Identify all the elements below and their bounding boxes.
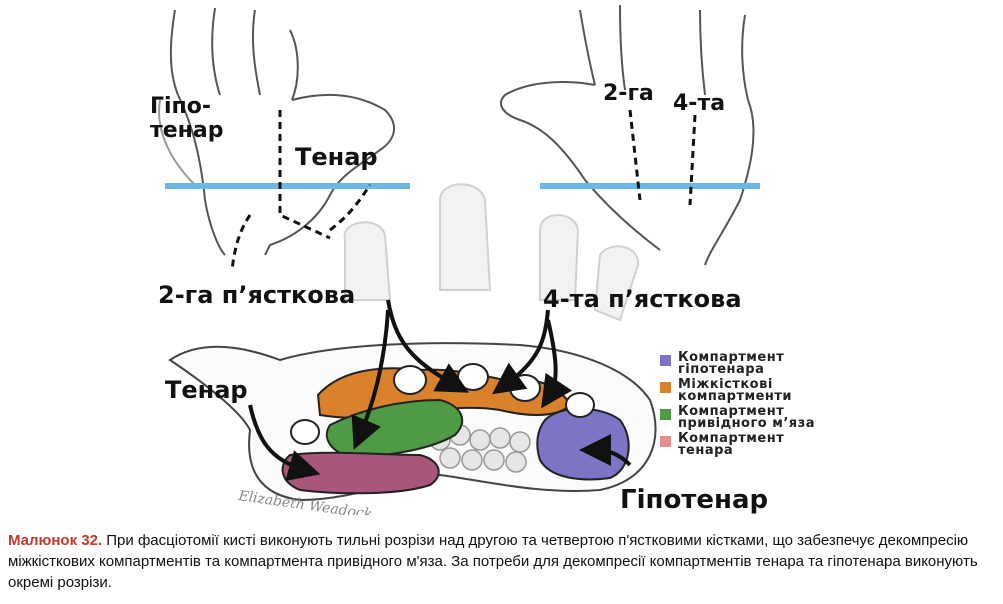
figure-caption: Малюнок 32. При фасціотомії кисті викону… bbox=[8, 530, 998, 593]
label-mc2: 2-га п’ясткова bbox=[158, 281, 356, 309]
caption-text: При фасціотомії кисті виконують тильні р… bbox=[8, 532, 978, 591]
label-mc4-top: 4-та bbox=[673, 91, 726, 116]
decompression-arrows bbox=[248, 299, 632, 481]
hypothenar-compartment bbox=[536, 407, 630, 481]
legend-swatch bbox=[660, 355, 671, 366]
legend-label: Компартмент гіпотенара bbox=[678, 350, 785, 377]
label-thenar-top: Тенар bbox=[295, 143, 378, 171]
caption-number: Малюнок 32. bbox=[8, 532, 103, 549]
palm-dashed-incisions bbox=[230, 110, 372, 271]
palm-view-hand bbox=[158, 7, 395, 256]
legend-label: Компартмент привідного м’яза bbox=[678, 404, 815, 431]
label-mc2-top: 2-га bbox=[603, 81, 654, 106]
dorsal-view-hand bbox=[500, 4, 755, 266]
legend-swatch bbox=[660, 436, 671, 447]
label-thenar: Тенар bbox=[165, 376, 248, 404]
legend-item-thenar: Компартмент тенара bbox=[660, 431, 860, 458]
hand-fasciotomy-illustration: Elizabeth Weadock bbox=[158, 4, 760, 515]
label-mc4: 4-та п’ясткова bbox=[543, 285, 742, 313]
legend-swatch bbox=[660, 409, 671, 420]
legend-swatch bbox=[660, 382, 671, 393]
legend-item-interosseous: Міжкісткові компартменти bbox=[660, 377, 860, 404]
thenar-compartment bbox=[281, 451, 440, 495]
legend-label: Міжкісткові компартменти bbox=[678, 377, 793, 404]
legend-label: Компартмент тенара bbox=[678, 431, 785, 458]
dorsal-dashed-incisions bbox=[628, 109, 697, 206]
legend-item-hypothenar: Компартмент гіпотенара bbox=[660, 350, 860, 377]
label-hypothenar: Гіпотенар bbox=[620, 485, 769, 515]
legend: Компартмент гіпотенара Міжкісткові компа… bbox=[660, 350, 860, 460]
legend-item-adductor: Компартмент привідного м’яза bbox=[660, 404, 860, 431]
label-hypothenar-top: Гіпо- тенар bbox=[150, 94, 224, 143]
faded-hand-background bbox=[343, 183, 640, 322]
